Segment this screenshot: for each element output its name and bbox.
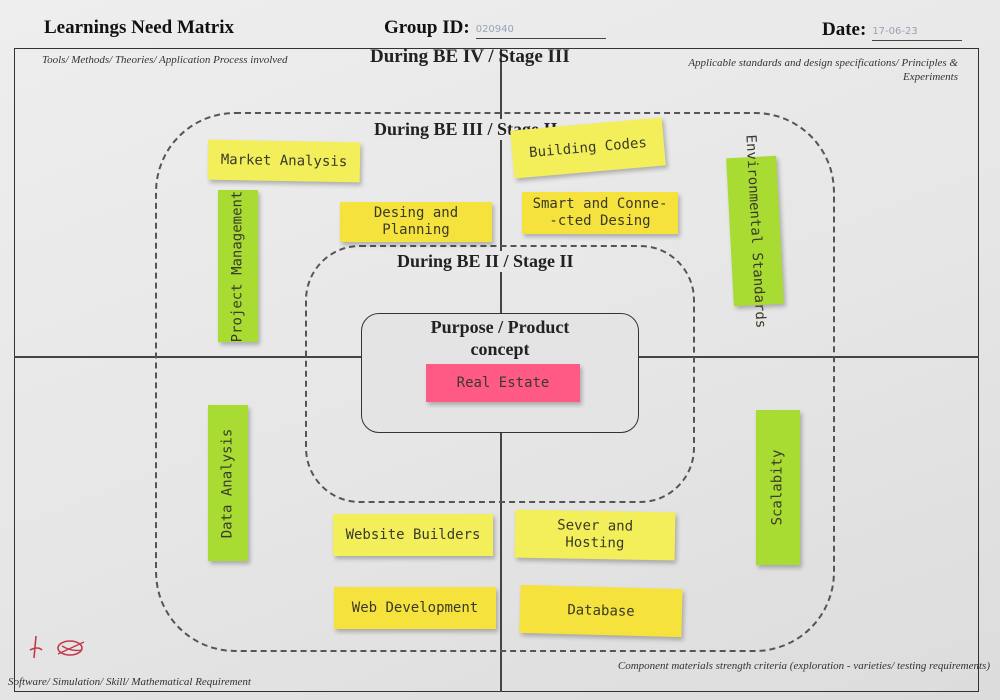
matrix-title: Learnings Need Matrix [44,17,234,38]
sticky-note-server-hosting: Sever and Hosting [514,509,676,561]
stage-label-inner: During BE II / Stage II [393,251,578,272]
date-field: Date: 17-06-23 [822,18,963,41]
group-id-field: Group ID: 020940 [384,16,606,39]
matrix-frame [14,48,979,692]
stage-label-outer: During BE IV / Stage III [370,46,570,67]
corner-label-top-left: Tools/ Methods/ Theories/ Application Pr… [42,54,288,66]
date-label: Date: [822,19,867,40]
sticky-note-design-planning: Desing and Planning [340,202,492,242]
sticky-note-real-estate: Real Estate [426,364,580,402]
corner-label-top-right: Applicable standards and design specific… [688,57,958,83]
sticky-note-data-analysis: Data Analysis [208,405,248,561]
stage-ring-middle [155,112,835,652]
corner-label-bottom-left: Software/ Simulation/ Skill/ Mathematica… [8,676,251,688]
sticky-note-smart-connected: Smart and Conne--cted Desing [522,192,678,234]
sticky-note-scalability: Scalabity [756,410,800,565]
sticky-note-database: Database [519,584,683,638]
signature [28,632,98,668]
stage-ring-inner [305,245,695,503]
date-value: 17-06-23 [872,26,918,37]
sticky-note-web-development: Web Development [334,587,496,629]
sticky-note-environmental-standards: Environmental Standards [726,134,784,328]
group-id-value: 020940 [475,24,514,35]
corner-label-bottom-right: Component materials strength criteria (e… [617,660,990,672]
group-id-label: Group ID: [384,17,470,38]
purpose-title: Purpose / Product concept [430,317,570,359]
sticky-note-market-analysis: Market Analysis [207,139,361,183]
sticky-note-project-management: Project Management [218,190,258,342]
sticky-note-website-builders: Website Builders [333,514,493,556]
